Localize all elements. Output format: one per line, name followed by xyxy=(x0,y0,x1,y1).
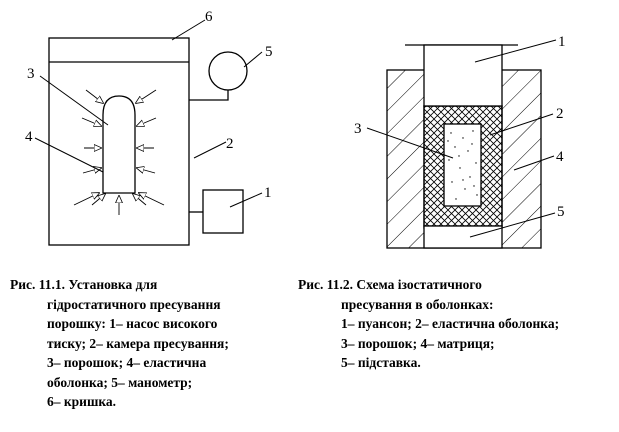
fig1-label-5: 5 xyxy=(265,44,273,60)
powder-dots xyxy=(447,130,478,200)
fig2-label-4: 4 xyxy=(556,149,564,165)
pressure-arrows xyxy=(73,89,165,215)
manometer-pipe xyxy=(189,90,229,101)
fig1-label-2: 2 xyxy=(226,136,234,152)
caption-line: порошку: 1– насос високого xyxy=(47,316,218,331)
fig2-label-5: 5 xyxy=(557,204,565,220)
figure-1-caption: Рис. 11.1. Установка для гідростатичного… xyxy=(10,275,229,412)
fig2-label-3: 3 xyxy=(354,121,362,137)
caption-line: 5– підставка. xyxy=(341,355,421,370)
support-base xyxy=(423,225,503,249)
caption-line: пресування в оболонках: xyxy=(341,296,494,312)
caption-line: Рис. 11.2. Схема ізостатичного xyxy=(298,277,482,292)
fig2-label-1: 1 xyxy=(558,34,566,50)
high-pressure-pump xyxy=(202,189,244,234)
caption-line: 1– пуансон; 2– еластична оболонка; xyxy=(341,316,560,331)
figure-2-diagram xyxy=(386,44,542,249)
elastic-shell xyxy=(102,95,136,194)
caption-line: оболонка; 5– манометр; xyxy=(47,374,193,390)
powder xyxy=(443,123,482,207)
caption-line: Рис. 11.1. Установка для xyxy=(10,277,158,292)
caption-line: тиску; 2– камера пресування; xyxy=(47,335,229,351)
caption-line: гідростатичного пресування xyxy=(47,296,221,312)
figure-2-caption: Рис. 11.2. Схема ізостатичного пресуванн… xyxy=(298,275,559,373)
pressure-chamber xyxy=(48,37,190,246)
figure-1-diagram xyxy=(34,19,263,246)
caption-line: 3– порошок; 4– еластична xyxy=(47,355,207,370)
fig1-label-3: 3 xyxy=(27,66,35,82)
punch xyxy=(423,44,503,107)
fig1-label-6: 6 xyxy=(205,9,213,25)
fig2-label-2: 2 xyxy=(556,106,564,122)
manometer xyxy=(208,51,248,91)
fig1-label-4: 4 xyxy=(25,129,33,145)
fig1-label-1: 1 xyxy=(264,185,272,201)
figures-canvas: 6 3 4 5 2 1 1 3 2 4 5 xyxy=(25,9,566,249)
caption-line: 6– кришка. xyxy=(47,394,117,409)
caption-line: 3– порошок; 4– матриця; xyxy=(341,335,495,351)
